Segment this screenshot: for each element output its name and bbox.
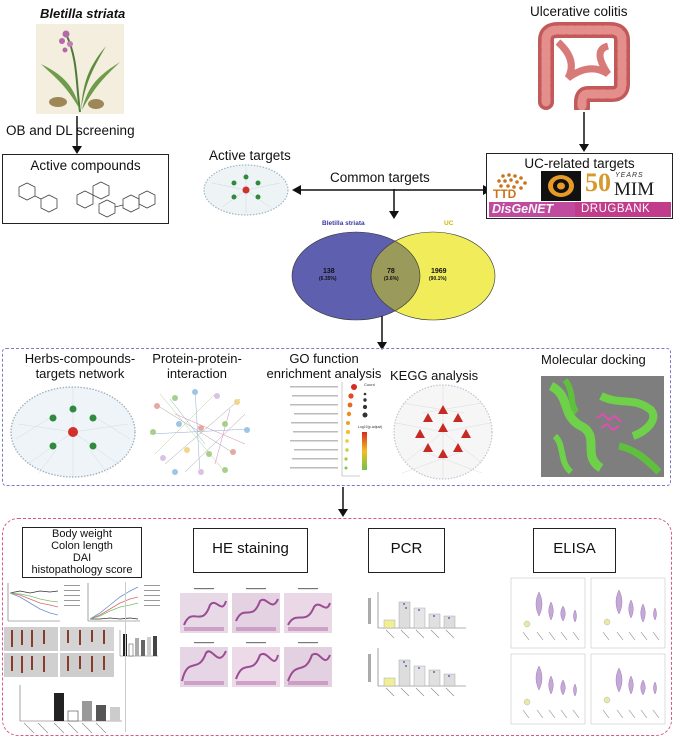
ppi-title: Protein-protein-interaction xyxy=(143,351,251,381)
active-targets-label: Active targets xyxy=(209,148,291,163)
screening-label: OB and DL screening xyxy=(6,123,135,138)
he-staining-images xyxy=(178,585,334,698)
go-title: GO function enrichment analysis xyxy=(262,351,386,381)
elisa-title: ELISA xyxy=(553,540,596,557)
arrow-to-venn xyxy=(389,189,399,224)
arrow-venn-down xyxy=(377,316,387,355)
disgenet-text: DisGeNET xyxy=(492,202,554,216)
herb-illustration xyxy=(36,24,124,114)
colon-illustration xyxy=(528,22,640,116)
venn-left-count: 138 xyxy=(323,268,335,275)
common-targets-label: Common targets xyxy=(330,170,430,185)
histo-label: histopathology score xyxy=(31,564,133,576)
he-staining-box: HE staining xyxy=(193,528,308,573)
kegg-title: KEGG analysis xyxy=(390,368,479,383)
go-padj-legend: Log10(p.adjust) xyxy=(358,425,383,429)
active-compounds-box: Active compounds xyxy=(2,154,169,224)
colon-length-bar-chart xyxy=(118,630,158,663)
ttd-text: TTD xyxy=(493,187,517,201)
kegg-network xyxy=(392,383,494,486)
analysis-frame xyxy=(2,348,671,486)
venn-left-pct: (6.35%) xyxy=(319,276,337,282)
histo-score-chart xyxy=(4,683,126,740)
venn-mid-count: 78 xyxy=(387,268,395,275)
pcr-title: PCR xyxy=(390,540,423,557)
elisa-violin-charts xyxy=(509,576,669,731)
omim-ring-logo xyxy=(541,171,581,206)
drugbank-text: DRUGBANK xyxy=(581,203,651,215)
phenotype-box: Body weight Colon length DAI histopathol… xyxy=(22,527,142,578)
go-dotplot: Count Log10(p.adjust) xyxy=(288,382,386,482)
omim-50: 50 xyxy=(585,168,611,197)
disgenet-logo: DisGeNET xyxy=(489,202,575,217)
arrow-disease-down xyxy=(579,112,589,157)
venn-diagram: Bletilla striata UC 138 (6.35%) 78 (3.6%… xyxy=(288,216,498,327)
elisa-box: ELISA xyxy=(533,528,616,573)
venn-right-pct: (90.1%) xyxy=(429,276,447,282)
body-weight-label: Body weight xyxy=(52,528,112,540)
colon-photos xyxy=(4,627,116,684)
ttd-logo: TTD xyxy=(491,172,537,202)
drugbank-logo: DRUGBANK xyxy=(575,202,671,217)
uc-targets-title: UC-related targets xyxy=(524,156,635,171)
omim-mim: MIM xyxy=(614,179,655,200)
active-targets-network xyxy=(202,163,290,222)
go-title-text: GO function enrichment analysis xyxy=(266,351,382,381)
phenotype-divider xyxy=(125,582,126,732)
ppi-title-text: Protein-protein-interaction xyxy=(152,351,242,381)
body-weight-chart xyxy=(4,581,84,630)
pcr-chart-top xyxy=(366,590,470,645)
venn-right-count: 1969 xyxy=(431,268,447,275)
dai-chart xyxy=(84,581,164,630)
pcr-box: PCR xyxy=(368,528,445,573)
docking-image xyxy=(541,376,664,477)
experiment-frame xyxy=(2,518,672,736)
herb-title: Bletilla striata xyxy=(40,6,126,21)
compound-structures xyxy=(18,181,156,218)
network-title-text: Herbs-compounds-targets network xyxy=(24,351,136,381)
network-panel xyxy=(8,384,138,485)
venn-overlap xyxy=(371,232,420,320)
ppi-panel xyxy=(145,384,255,483)
disease-title: Ulcerative colitis xyxy=(530,4,628,19)
active-compounds-title: Active compounds xyxy=(30,158,141,173)
dai-label: DAI xyxy=(72,552,92,564)
network-title-1: Herbs-compounds-targets network xyxy=(6,351,154,381)
go-count-legend: Count xyxy=(364,382,375,387)
venn-right-label: UC xyxy=(444,220,454,227)
he-staining-title: HE staining xyxy=(212,540,289,557)
arrow-herb-down xyxy=(72,116,82,159)
colon-length-label: Colon length xyxy=(51,540,113,552)
pcr-chart-bottom xyxy=(366,646,470,703)
omim-years: YEARS xyxy=(615,172,644,179)
uc-targets-box: UC-related targets TTD 50 YEARS MIM DisG… xyxy=(486,153,673,219)
arrow-to-experiments xyxy=(338,487,348,522)
docking-title: Molecular docking xyxy=(541,352,646,367)
venn-mid-pct: (3.6%) xyxy=(384,276,399,282)
venn-left-label: Bletilla striata xyxy=(322,220,365,227)
